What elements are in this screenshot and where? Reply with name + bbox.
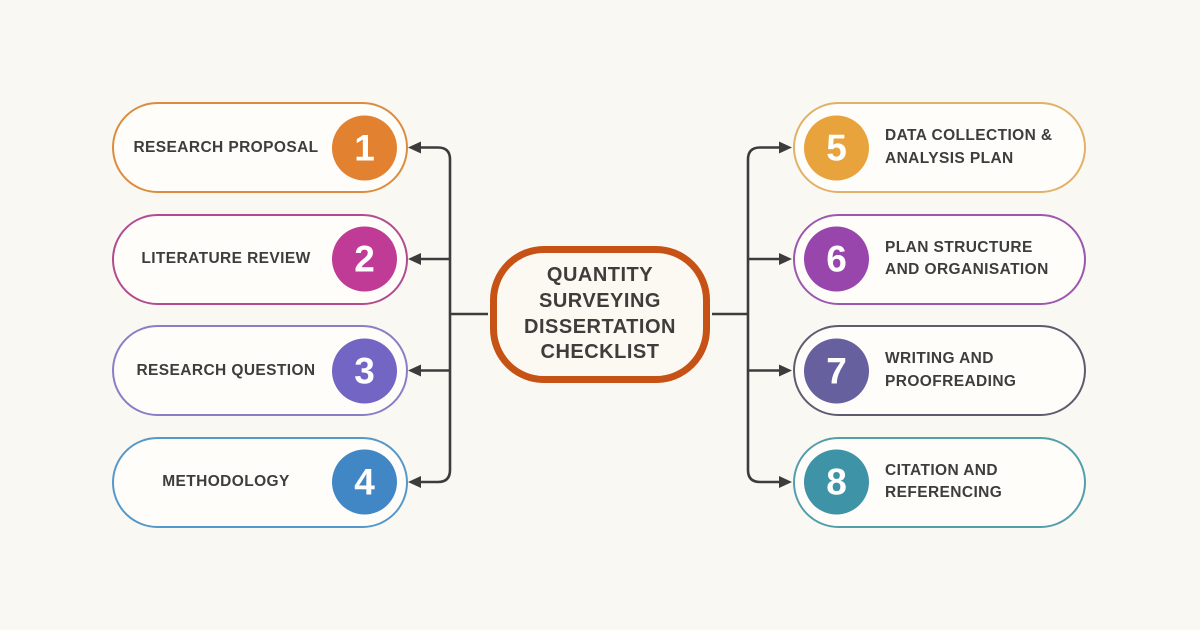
item-pill-research-proposal: RESEARCH PROPOSAL 1 xyxy=(112,102,408,193)
item-number: 5 xyxy=(826,127,847,168)
item-label: WRITING AND PROOFREADING xyxy=(885,348,1070,393)
item-label: PLAN STRUCTURE AND ORGANISATION xyxy=(885,237,1070,282)
center-title-line: CHECKLIST xyxy=(540,341,660,364)
item-pill-writing-proofreading: 7 WRITING AND PROOFREADING xyxy=(793,325,1086,416)
arrowhead-item-7 xyxy=(779,364,792,377)
item-number-badge: 8 xyxy=(804,449,869,515)
item-label-line2: REFERENCING xyxy=(885,484,1003,501)
arrowhead-item-6 xyxy=(779,253,792,265)
center-node: QUANTITY SURVEYING DISSERTATION CHECKLIS… xyxy=(490,246,710,383)
item-number: 8 xyxy=(826,461,847,503)
item-label-line1: DATA COLLECTION & xyxy=(885,127,1053,145)
left-trunk-line xyxy=(419,146,452,484)
item-number: 4 xyxy=(354,461,375,503)
arrowhead-item-2 xyxy=(408,253,421,265)
item-number-badge: 2 xyxy=(332,226,397,292)
arrowhead-item-5 xyxy=(779,141,792,154)
arrowhead-item-8 xyxy=(779,476,792,488)
item-pill-literature-review: LITERATURE REVIEW 2 xyxy=(112,213,408,305)
item-label-line1: WRITING AND xyxy=(885,350,994,368)
arrowhead-item-4 xyxy=(408,476,421,488)
item-number-badge: 6 xyxy=(804,226,869,292)
item-label-line2: AND ORGANISATION xyxy=(885,261,1049,278)
item-number: 2 xyxy=(354,238,375,280)
item-number: 3 xyxy=(354,350,375,391)
arrowhead-item-3 xyxy=(408,364,421,377)
center-title-line: SURVEYING xyxy=(539,289,661,312)
item-number-badge: 1 xyxy=(332,115,397,180)
item-pill-data-collection-analysis-plan: 5 DATA COLLECTION & ANALYSIS PLAN xyxy=(793,102,1086,193)
center-title-line: QUANTITY xyxy=(546,264,654,287)
arrowhead-item-1 xyxy=(408,141,421,154)
item-label-line1: CITATION AND xyxy=(885,461,998,479)
item-pill-plan-structure-organisation: 6 PLAN STRUCTURE AND ORGANISATION xyxy=(793,213,1086,305)
item-number: 1 xyxy=(354,127,375,168)
center-title-line: DISSERTATION xyxy=(524,315,676,338)
item-pill-methodology: METHODOLOGY 4 xyxy=(112,436,408,528)
item-label-line2: ANALYSIS PLAN xyxy=(885,149,1014,167)
item-number: 6 xyxy=(826,238,847,280)
item-label: DATA COLLECTION & ANALYSIS PLAN xyxy=(885,125,1070,170)
right-trunk-line xyxy=(746,146,781,484)
item-label: LITERATURE REVIEW xyxy=(141,250,311,267)
item-number-badge: 7 xyxy=(804,338,869,403)
item-pill-citation-referencing: 8 CITATION AND REFERENCING xyxy=(793,436,1086,528)
item-label-line1: PLAN STRUCTURE xyxy=(885,238,1033,256)
item-label: CITATION AND REFERENCING xyxy=(885,460,1070,505)
item-number-badge: 5 xyxy=(804,115,869,180)
item-label-line2: PROOFREADING xyxy=(885,372,1017,390)
item-label: RESEARCH QUESTION xyxy=(136,361,316,379)
item-number-badge: 3 xyxy=(332,338,397,403)
item-number: 7 xyxy=(826,350,847,391)
item-label: RESEARCH PROPOSAL xyxy=(133,138,319,156)
item-pill-research-question: RESEARCH QUESTION 3 xyxy=(112,325,408,416)
item-number-badge: 4 xyxy=(332,449,397,515)
item-label: METHODOLOGY xyxy=(162,473,290,490)
